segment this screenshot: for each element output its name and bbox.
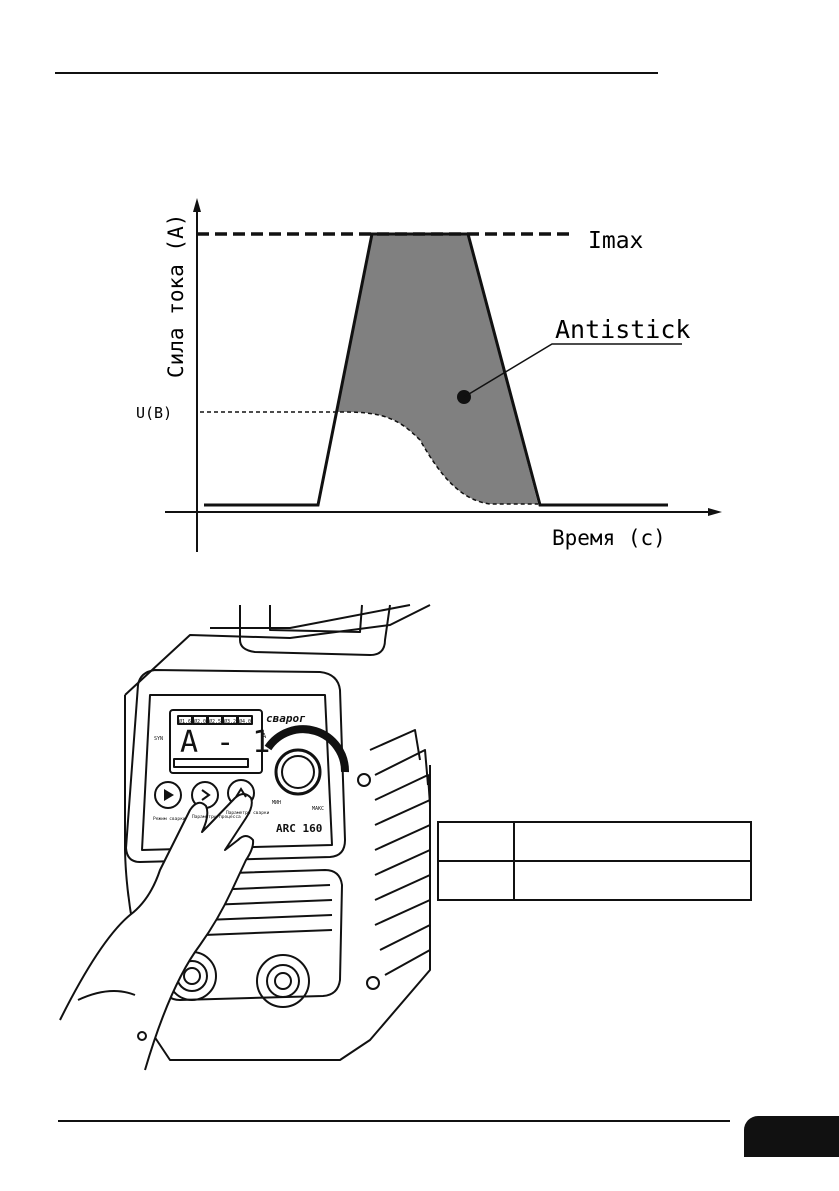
antistick-area xyxy=(337,234,538,504)
table-cell xyxy=(513,821,752,862)
y-axis-label: Сила тока (А) xyxy=(164,214,188,378)
lcd-display xyxy=(169,709,263,774)
welder-illustration: A - 1 A SYN Ø1.6 Ø2.0 Ø2.5 Ø3.2 Ø4.0 сва… xyxy=(59,604,431,1071)
y-axis-arrow xyxy=(193,198,201,212)
electrode-size-4: Ø4.0 xyxy=(239,718,251,725)
electrode-size-1: Ø2.0 xyxy=(194,718,206,725)
housing xyxy=(124,604,431,696)
electrode-size-0: Ø1.6 xyxy=(179,718,191,725)
arrow-right-icon xyxy=(201,789,211,801)
knob-min-label: МИН xyxy=(272,800,281,806)
handle xyxy=(239,604,391,656)
callout-leader xyxy=(463,343,682,398)
button2-label: Параметры процесса xyxy=(192,814,241,820)
display-value: A - 1 xyxy=(180,725,270,760)
front-frame xyxy=(125,669,346,863)
footer-rule xyxy=(58,1120,730,1122)
page-number-tab xyxy=(744,1116,839,1157)
display-unit: A xyxy=(262,732,267,740)
electrode-size-2: Ø2.5 xyxy=(209,718,221,725)
antistick-diagram: Сила тока (А) U(B) Imax Antistick Время … xyxy=(136,198,722,552)
current-profile xyxy=(204,232,668,507)
mode-button xyxy=(154,781,182,809)
table-row xyxy=(437,860,752,901)
x-axis-label: Время (с) xyxy=(552,526,666,550)
hand xyxy=(59,793,255,1071)
imax-label: Imax xyxy=(588,228,643,254)
socket-right xyxy=(256,954,310,1008)
table-cell xyxy=(513,860,752,901)
voltage-curve xyxy=(200,411,538,505)
play-icon xyxy=(164,789,174,801)
table-row xyxy=(437,821,752,862)
brand-logo: сварог xyxy=(266,712,306,725)
table-cell xyxy=(437,860,515,901)
voltage-label: U(B) xyxy=(136,404,172,422)
button3-label: Параметры сварки xyxy=(226,810,270,816)
electrode-size-3: Ø3.2 xyxy=(224,718,236,725)
table-cell xyxy=(437,821,515,862)
header-rule xyxy=(55,72,658,74)
model-label: ARC 160 xyxy=(276,822,322,835)
power-knob xyxy=(274,748,322,796)
arrow-up-icon xyxy=(235,787,247,798)
x-axis-arrow xyxy=(708,508,722,516)
syn-label: SYN xyxy=(154,736,163,742)
button1-label: Режим сварки xyxy=(153,816,186,822)
parameter-table xyxy=(437,821,752,901)
knob-max-label: МАКС xyxy=(312,806,324,812)
callout-label: Antistick xyxy=(555,315,690,344)
